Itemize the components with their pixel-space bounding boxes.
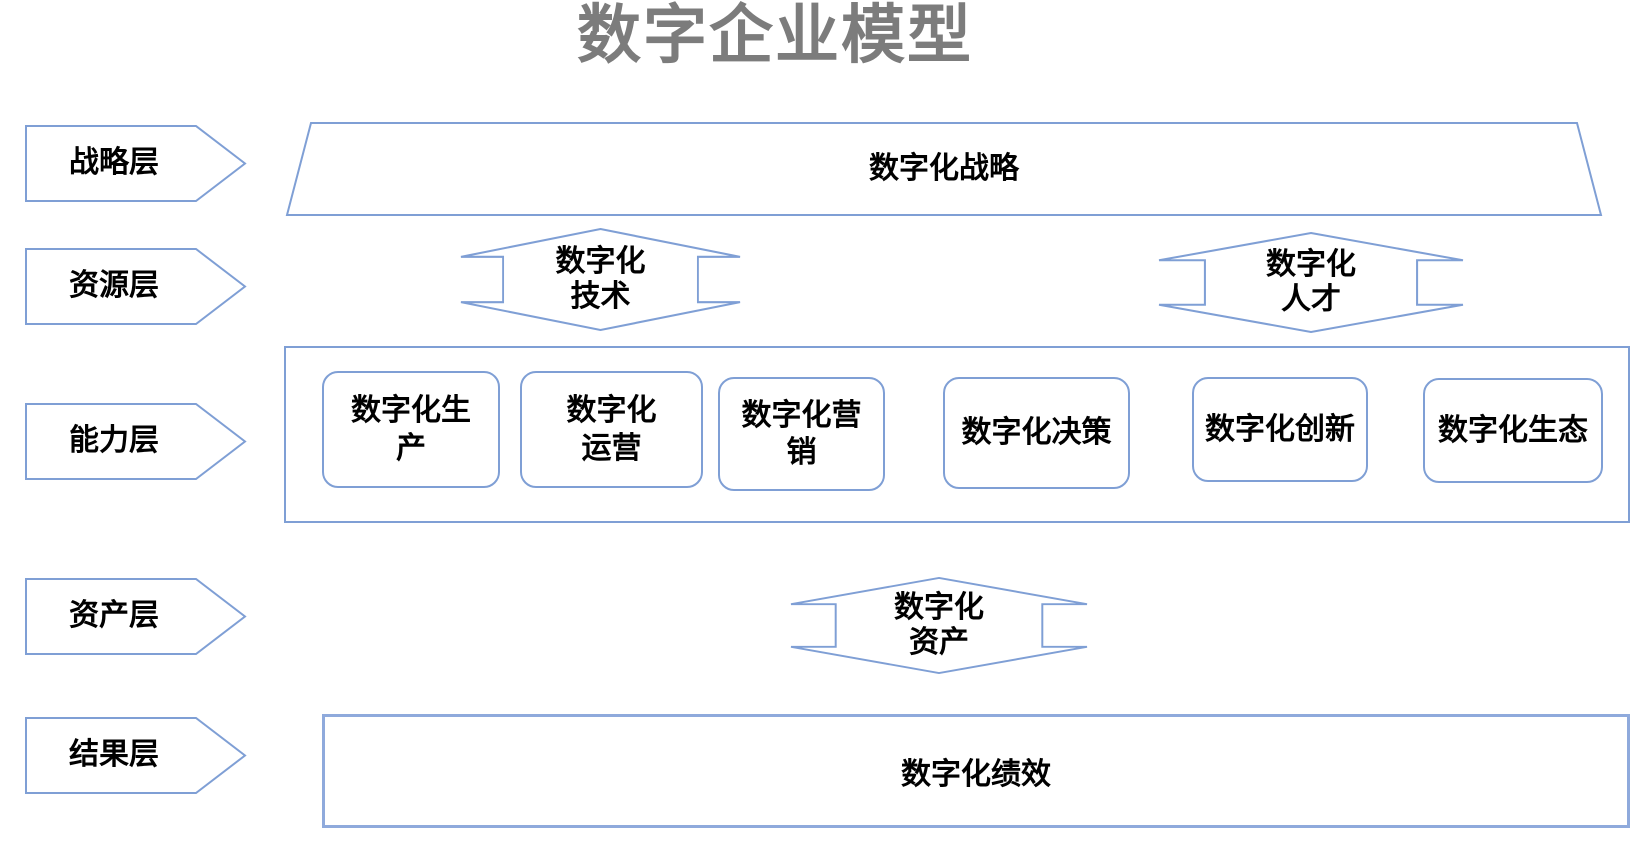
layer-tag-resource: 资源层	[25, 248, 247, 325]
asset-arrow-label: 数字化 资产	[894, 590, 984, 660]
layer-tag-label: 能力层	[69, 423, 159, 459]
layer-tag-result: 结果层	[25, 717, 247, 794]
layer-tag-asset: 资产层	[25, 578, 247, 655]
pentagon-shape-icon	[25, 578, 247, 655]
trapezoid-shape-icon	[285, 122, 1603, 216]
capability-box-production: 数字化生 产	[322, 371, 500, 488]
layer-tag-label: 结果层	[69, 737, 159, 773]
layer-tag-strategy: 战略层	[25, 125, 247, 202]
capability-box-decision: 数字化决策	[943, 377, 1130, 489]
pentagon-shape-icon	[25, 717, 247, 794]
layer-tag-capability: 能力层	[25, 403, 247, 480]
updown-arrow-icon	[460, 228, 741, 331]
result-banner: 数字化绩效	[322, 714, 1630, 828]
page-title: 数字企业模型	[577, 0, 973, 73]
updown-arrow-icon	[790, 577, 1088, 674]
resource-arrow-talent: 数字化 人才	[1158, 232, 1464, 333]
asset-arrow: 数字化 资产	[790, 577, 1088, 674]
capability-box-ecosystem: 数字化生态	[1423, 378, 1603, 483]
strategy-banner-label: 数字化战略	[869, 150, 1019, 186]
capability-container	[284, 346, 1630, 523]
layer-tag-label: 资源层	[69, 268, 159, 304]
resource-arrow-tech: 数字化 技术	[460, 228, 741, 331]
layer-tag-label: 战略层	[69, 145, 159, 181]
capability-box-operations: 数字化 运营	[520, 371, 703, 488]
resource-arrow-label: 数字化 人才	[1266, 247, 1356, 317]
pentagon-shape-icon	[25, 403, 247, 480]
resource-arrow-label: 数字化 技术	[555, 244, 646, 314]
pentagon-shape-icon	[25, 125, 247, 202]
pentagon-shape-icon	[25, 248, 247, 325]
updown-arrow-icon	[1158, 232, 1464, 333]
layer-tag-label: 资产层	[69, 598, 159, 634]
capability-box-innovation: 数字化创新	[1192, 377, 1368, 482]
strategy-banner: 数字化战略	[285, 122, 1603, 216]
capability-box-marketing: 数字化营 销	[718, 377, 885, 491]
